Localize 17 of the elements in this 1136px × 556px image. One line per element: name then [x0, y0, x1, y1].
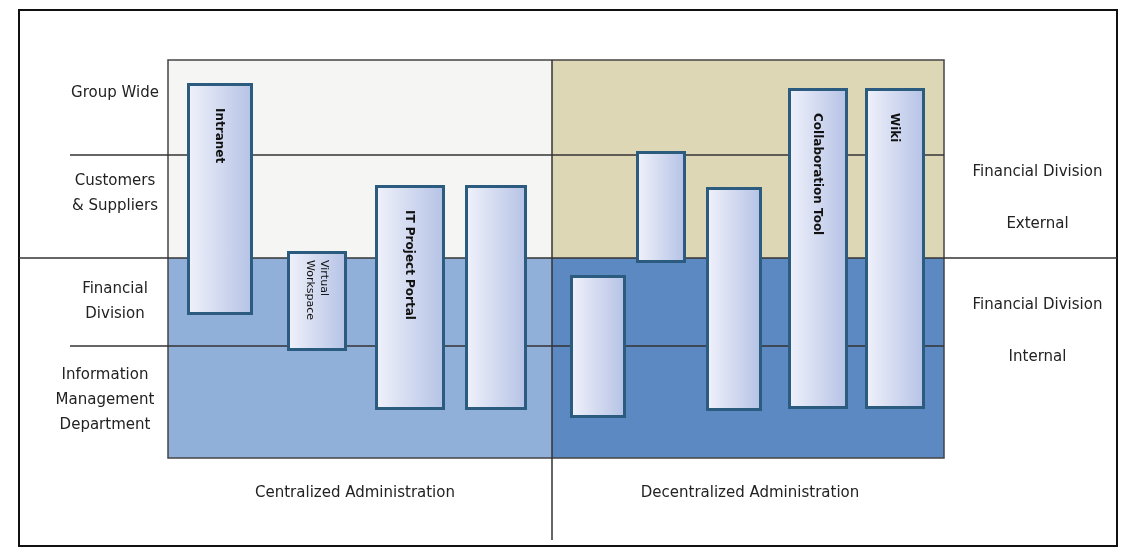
row-label: Customers & Suppliers [70, 170, 160, 216]
row-label: Financial Division External [971, 161, 1104, 234]
application-bar: Virtual Workspace [287, 251, 347, 351]
empty-bar [636, 151, 686, 263]
application-bar: Intranet [187, 83, 253, 315]
column-label: Centralized Administration [254, 482, 456, 503]
row-label: Financial Division Internal [971, 294, 1104, 367]
row-label: Information Management Department [54, 364, 156, 435]
application-bar: Collaboration Tool [788, 88, 848, 409]
row-label: Financial Division [81, 278, 149, 324]
row-label: Group Wide [70, 82, 160, 103]
empty-bar [465, 185, 527, 410]
empty-bar [570, 275, 626, 418]
column-label: Decentralized Administration [639, 482, 861, 503]
application-bar: IT Project Portal [375, 185, 445, 410]
empty-bar [706, 187, 762, 411]
application-bar: Wiki [865, 88, 925, 409]
